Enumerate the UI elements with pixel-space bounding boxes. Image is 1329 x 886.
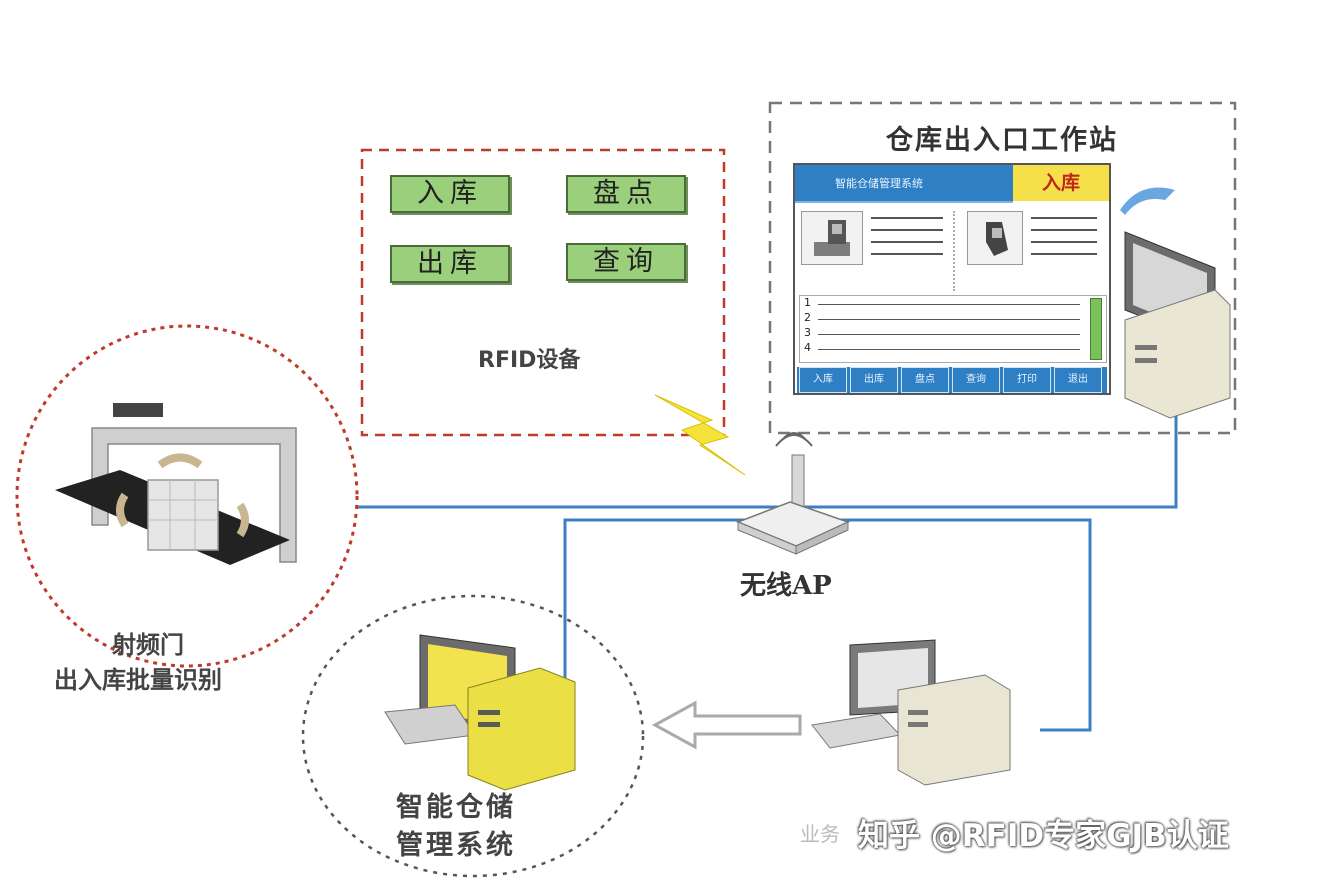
screen-tab-outbound[interactable]: 出库: [850, 367, 898, 393]
screen-card-right: [967, 211, 1023, 265]
wms-computer-icon: [384, 634, 576, 791]
screen-tab-bar: 入库 出库 盘点 查询 打印 退出: [797, 367, 1107, 393]
rfid-button-inbound[interactable]: 入库: [390, 175, 510, 213]
list-row-line: [818, 349, 1080, 350]
transfer-arrow-icon: [651, 700, 802, 750]
line-gate-to-workstation: [358, 415, 1178, 509]
screen-header-title: 智能仓储管理系统: [835, 177, 923, 190]
workstation-title: 仓库出入口工作站: [886, 125, 1118, 156]
wms-circle: [301, 594, 645, 878]
workstation-screen: 智能仓储管理系统 入库: [793, 163, 1111, 395]
rfid-gate-icon: [55, 403, 297, 565]
list-row-num-2: 2: [804, 311, 811, 324]
list-row-line: [818, 319, 1080, 320]
gate-label-line2: 出入库批量识别: [54, 665, 222, 694]
gate-circle: [15, 324, 359, 668]
list-scrollbar[interactable]: [1090, 298, 1102, 360]
screen-card-right-lines: [1031, 217, 1097, 255]
reader-device-icon: [814, 220, 850, 256]
screen-card-divider: [953, 211, 955, 291]
rfid-button-stocktake[interactable]: 盘点: [566, 175, 686, 213]
ap-label: 无线AP: [740, 571, 832, 601]
workstation-computer-icon: [1120, 187, 1231, 419]
gate-label-line1: 射频门: [112, 630, 184, 659]
list-row-num-3: 3: [804, 326, 811, 339]
list-row-line: [818, 334, 1080, 335]
handheld-scanner-icon: [986, 222, 1008, 256]
rfid-device-label: RFID设备: [478, 348, 581, 373]
screen-tab-query[interactable]: 查询: [952, 367, 1000, 393]
screen-tab-inbound[interactable]: 入库: [799, 367, 847, 393]
screen-tab-stocktake[interactable]: 盘点: [901, 367, 949, 393]
watermark-text: 知乎 @RFID专家GJB认证: [858, 818, 1229, 854]
wireless-ap-icon: [735, 432, 851, 555]
screen-tab-print[interactable]: 打印: [1003, 367, 1051, 393]
client-computer-icon: [811, 639, 1011, 786]
screen-tab-exit[interactable]: 退出: [1054, 367, 1102, 393]
screen-list: 1 2 3 4: [799, 295, 1107, 363]
line-ap-to-wms: [563, 518, 1092, 732]
workstation-box: [768, 101, 1237, 435]
screen-card-left: [801, 211, 863, 265]
screen-card-left-lines: [871, 217, 943, 255]
connection-lines: [358, 415, 1178, 732]
lightning-icon: [654, 394, 746, 476]
watermark-faint: 业务: [800, 822, 840, 846]
screen-header-bar: 智能仓储管理系统: [795, 165, 1013, 203]
rfid-button-query[interactable]: 查询: [566, 243, 686, 281]
list-row-line: [818, 304, 1080, 305]
screen-badge: 入库: [1013, 165, 1109, 201]
rfid-button-outbound[interactable]: 出库: [390, 245, 510, 283]
list-row-num-1: 1: [804, 296, 811, 309]
list-row-num-4: 4: [804, 341, 811, 354]
wms-label-line2: 管理系统: [396, 830, 516, 861]
wms-label-line1: 智能仓储: [396, 792, 516, 823]
